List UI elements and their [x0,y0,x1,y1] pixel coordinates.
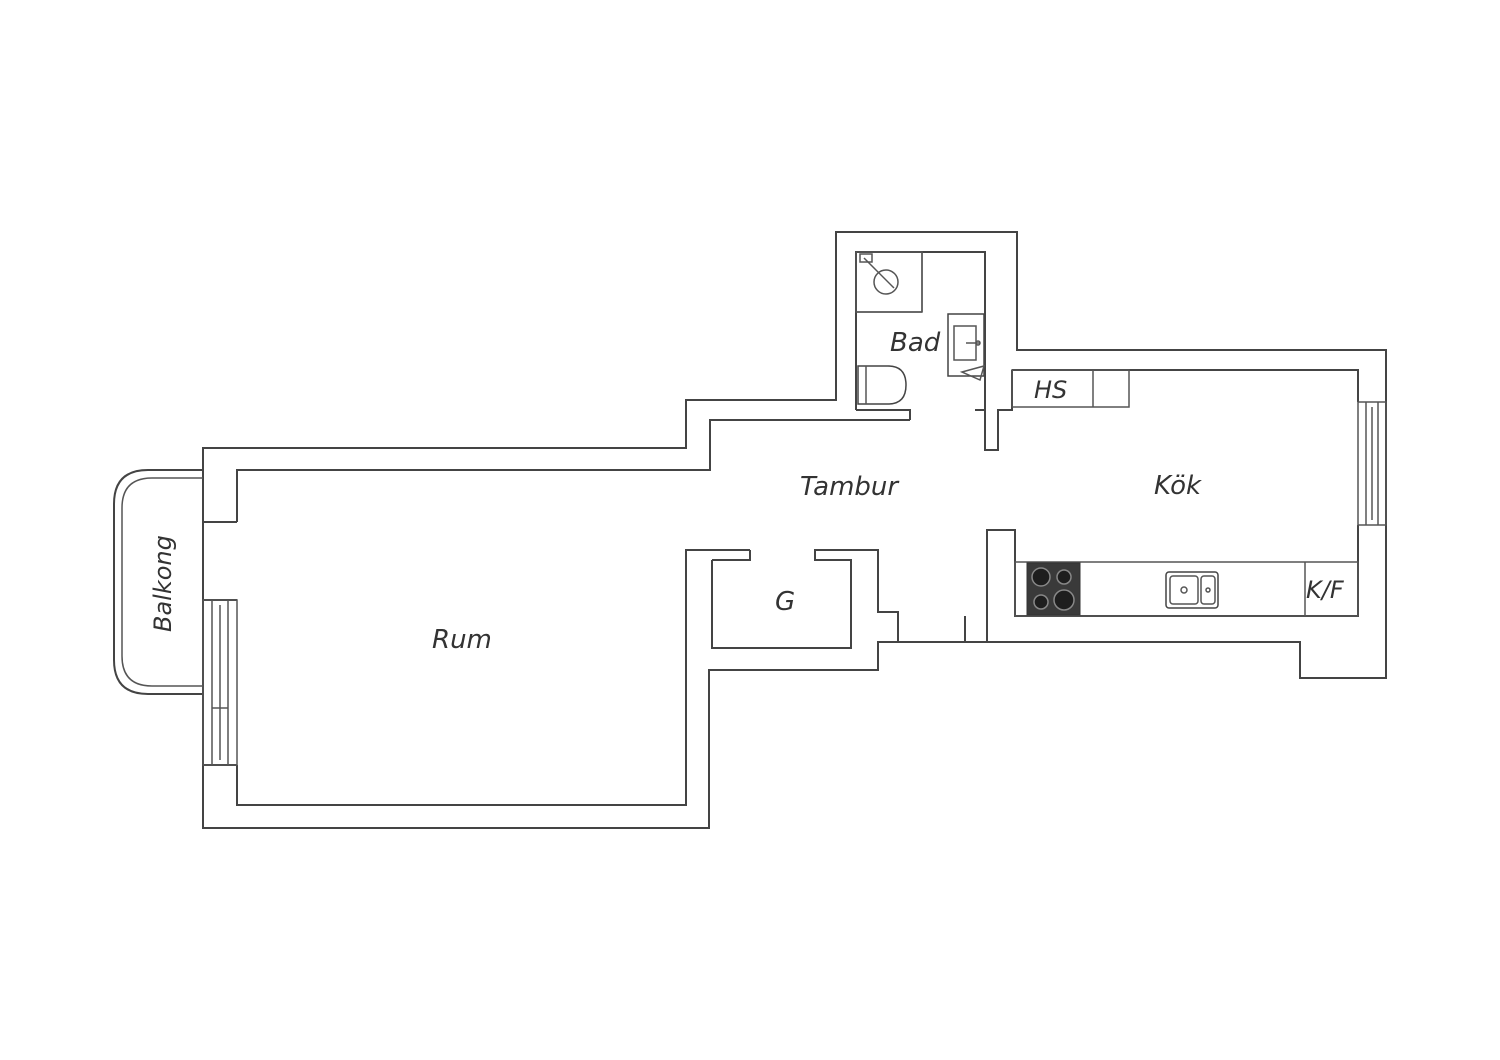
room-label-bad: Bad [890,328,941,358]
room-label-rum: Rum [432,625,492,655]
balcony-outline [113,469,203,695]
kitchen-counter [1014,561,1359,617]
room-label-tambur: Tambur [800,472,900,502]
toilet [857,365,907,405]
kitchen-sink-icon [1165,571,1219,609]
rum-window [202,599,238,766]
room-label-garderob: G [775,587,795,617]
stove-icon [1026,562,1081,616]
room-label-balkong: Balkong [149,535,177,632]
balcony-inner-outline [121,477,203,687]
room-label-hs: HS [1034,376,1067,404]
kitchen-inner-wall [964,369,1359,642]
shower [855,251,923,313]
outer-wall [202,231,1387,829]
hs-cabinet [1011,369,1130,408]
closet-wall [711,549,899,649]
room-label-kf: K/F [1306,576,1345,604]
washbasin [947,313,986,382]
room-label-kok: Kök [1154,471,1202,501]
kitchen-window [1357,401,1387,526]
